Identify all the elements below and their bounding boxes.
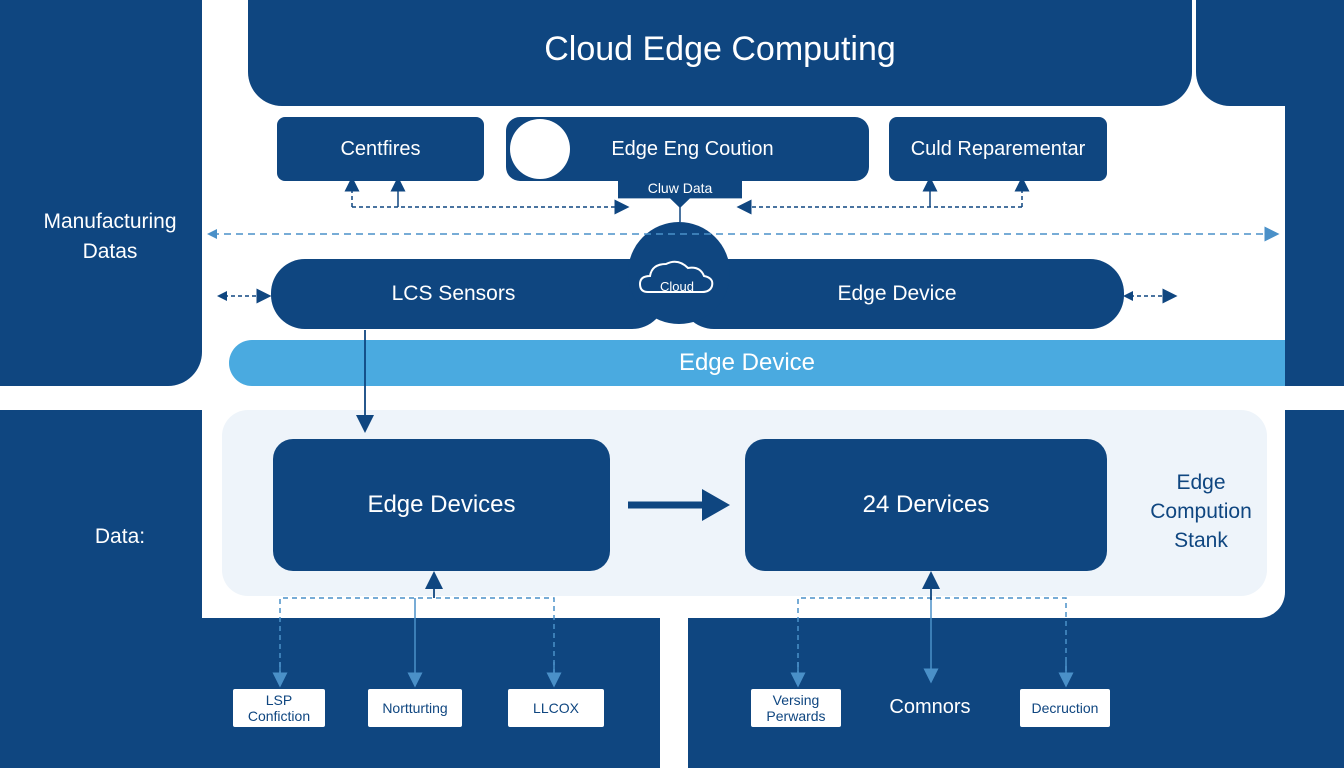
bottom-left-item-label: Nortturting xyxy=(382,700,448,716)
cloud-hub xyxy=(628,222,730,324)
right-side-panel xyxy=(1285,100,1344,386)
bottom-left-item: Nortturting xyxy=(367,688,463,728)
edge-device-bar: Edge Device xyxy=(229,340,1285,386)
manufacturing-label: Manufacturing Datas xyxy=(43,210,177,263)
bottom-right-item-label: Versing Perwards xyxy=(766,692,826,724)
bottom-right-item-label: Comnors xyxy=(889,695,971,718)
circle-node-icon xyxy=(510,119,570,179)
edge-devices-box-label: Edge Devices xyxy=(367,491,516,518)
cloud-label-text: Cloud xyxy=(660,278,694,294)
right-upper-panel xyxy=(1196,0,1344,106)
bottom-left-item-label: LSP Confiction xyxy=(247,692,311,724)
left-upper-panel xyxy=(0,0,202,386)
top-box-left: Centfires xyxy=(277,117,484,181)
band-left-label: LCS Sensors xyxy=(391,282,516,305)
right-stack-label: Edge Compution Stank xyxy=(1150,471,1252,552)
top-box-left-label: Centfires xyxy=(340,137,421,160)
top-box-middle: Edge Eng Coution xyxy=(506,117,869,181)
devices-count-box-label: 24 Dervices xyxy=(862,491,990,518)
page-title: Cloud Edge Computing xyxy=(544,29,896,68)
cloud-data-tag-label: Cluw Data xyxy=(647,180,713,196)
bottom-left-item: LLCOX xyxy=(507,688,605,728)
bottom-left-tree xyxy=(279,597,555,676)
edge-devices-box: Edge Devices xyxy=(273,439,610,571)
bottom-right-item-label: Decruction xyxy=(1031,700,1099,716)
bottom-right-item: Comnors xyxy=(872,690,988,724)
title-banner: Cloud Edge Computing xyxy=(248,0,1192,106)
data-label: Data: xyxy=(94,525,146,548)
band-right: Edge Device xyxy=(680,259,1124,329)
bottom-left-item-label: LLCOX xyxy=(533,700,579,716)
top-box-right: Culd Reparementar xyxy=(889,117,1107,181)
bottom-right-tree xyxy=(797,597,1067,676)
edge-device-bar-label: Edge Device xyxy=(678,349,816,376)
band-left: LCS Sensors xyxy=(271,259,666,329)
bottom-right-item: Versing Perwards xyxy=(750,688,842,728)
cloud-label: Cloud xyxy=(640,278,714,294)
top-box-right-label: Culd Reparementar xyxy=(910,137,1086,160)
band-right-label: Edge Device xyxy=(837,282,957,305)
bottom-left-item: LSP Confiction xyxy=(232,688,326,728)
devices-count-box: 24 Dervices xyxy=(745,439,1107,571)
bottom-right-item: Decruction xyxy=(1019,688,1111,728)
top-box-middle-label: Edge Eng Coution xyxy=(611,137,774,160)
